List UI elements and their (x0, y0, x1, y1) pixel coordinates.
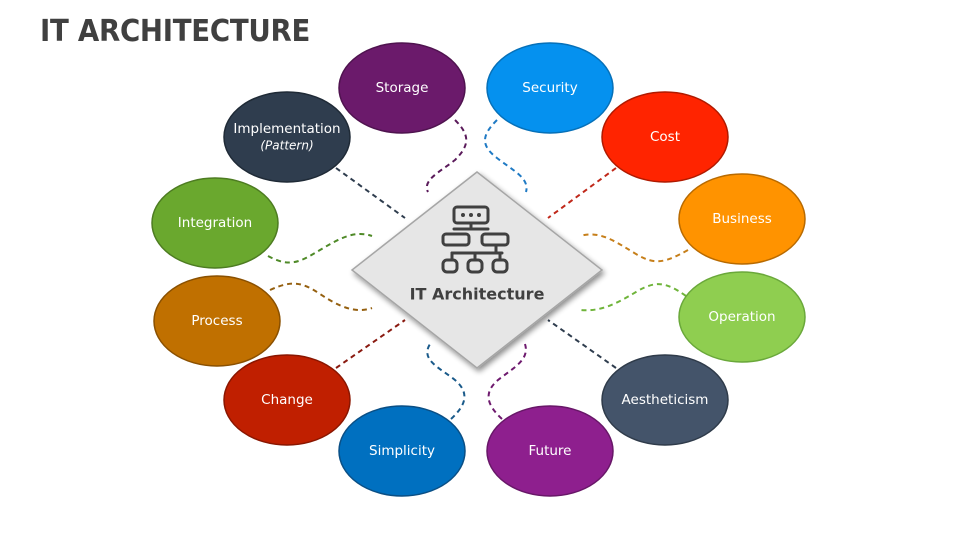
node-ellipse-change (223, 354, 351, 446)
center-hub: IT Architecture (350, 171, 604, 369)
center-diamond (350, 171, 604, 369)
node-ellipse-operation (678, 271, 806, 363)
connector-security (484, 119, 528, 193)
node-change: Change (223, 354, 351, 446)
node-process: Process (153, 275, 281, 367)
connector-aestheticism (547, 319, 617, 369)
node-label-implementation: Implementation (233, 121, 340, 137)
connector-operation (579, 283, 687, 312)
connector-simplicity (426, 343, 466, 420)
connector-layer (267, 119, 689, 420)
node-label-process: Process (191, 313, 242, 329)
node-ellipse-business (678, 173, 806, 265)
node-label-storage: Storage (376, 80, 429, 96)
node-simplicity: Simplicity (338, 405, 466, 497)
node-business: Business (678, 173, 806, 265)
node-integration: Integration (151, 177, 279, 269)
node-label-future: Future (529, 443, 572, 459)
node-label-simplicity: Simplicity (369, 443, 435, 459)
node-cost: Cost (601, 91, 729, 183)
node-ellipse-aestheticism (601, 354, 729, 446)
connector-storage (425, 119, 468, 193)
connector-future (487, 343, 527, 420)
node-sublabel-implementation: (Pattern) (260, 139, 313, 153)
node-label-cost: Cost (650, 129, 680, 145)
node-label-operation: Operation (708, 309, 775, 325)
node-storage: Storage (338, 42, 466, 134)
node-ellipse-implementation (223, 91, 351, 183)
hierarchy-icon (441, 205, 510, 274)
node-ellipse-cost (601, 91, 729, 183)
node-ellipse-future (486, 405, 614, 497)
center-label: IT Architecture (410, 285, 545, 304)
connector-change (335, 319, 406, 369)
slide-title: IT ARCHITECTURE (40, 14, 311, 49)
node-future: Future (486, 405, 614, 497)
node-ellipse-integration (151, 177, 279, 269)
node-ellipse-process (153, 275, 281, 367)
node-implementation: Implementation (Pattern) (223, 91, 351, 183)
node-label-integration: Integration (178, 215, 252, 231)
node-label-change: Change (261, 392, 313, 408)
connector-integration (267, 232, 373, 264)
node-security: Security (486, 42, 614, 134)
node-ellipse-storage (338, 42, 466, 134)
connector-cost (547, 167, 617, 219)
node-label-aestheticism: Aestheticism (622, 392, 709, 408)
connector-process (269, 282, 373, 312)
node-ellipse-simplicity (338, 405, 466, 497)
connector-implementation (335, 167, 406, 219)
node-aestheticism: Aestheticism (601, 354, 729, 446)
connector-business (579, 233, 689, 263)
node-operation: Operation (678, 271, 806, 363)
node-label-security: Security (522, 80, 577, 96)
node-label-business: Business (712, 211, 772, 227)
node-ellipse-security (486, 42, 614, 134)
